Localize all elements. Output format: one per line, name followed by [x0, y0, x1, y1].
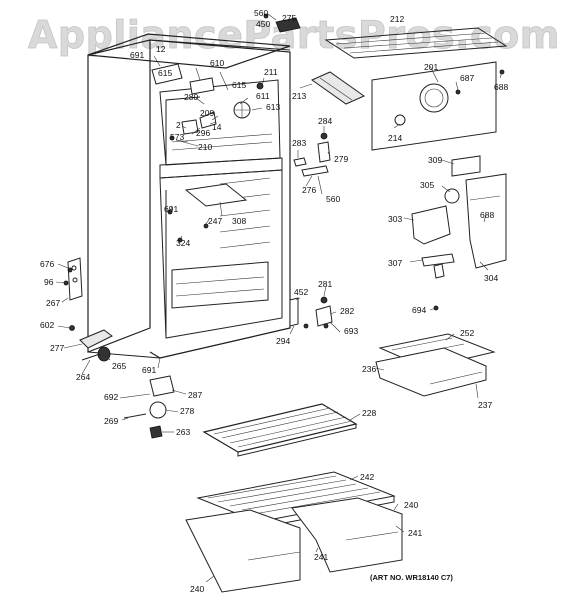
label-691c: 691 [142, 365, 156, 375]
label-278: 278 [180, 406, 194, 416]
label-242: 242 [360, 472, 374, 482]
label-276: 276 [302, 185, 316, 195]
label-280: 280 [184, 92, 198, 102]
label-452: 452 [294, 287, 308, 297]
label-610: 610 [210, 58, 224, 68]
label-228: 228 [362, 408, 376, 418]
label-613: 613 [266, 102, 280, 112]
fasteners [63, 13, 505, 331]
label-241b: 241 [314, 552, 328, 562]
label-688b: 688 [480, 210, 494, 220]
label-282: 282 [340, 306, 354, 316]
label-287: 287 [188, 390, 202, 400]
label-281: 281 [318, 279, 332, 289]
label-573: 573 [170, 132, 184, 142]
label-693: 693 [344, 326, 358, 336]
art-number: (ART NO. WR18140 C7) [370, 573, 453, 582]
label-615: 615 [158, 68, 172, 78]
evaporator-cover-201 [371, 61, 497, 151]
label-209: 209 [200, 108, 214, 118]
freezer-wire-shelf-212 [324, 27, 508, 59]
label-694: 694 [412, 305, 426, 315]
label-277: 277 [50, 343, 64, 353]
hinge-bracket-294 [289, 297, 333, 327]
refrigerator-cabinet [87, 33, 291, 359]
label-240: 240 [404, 500, 418, 510]
label-240b: 240 [190, 584, 204, 594]
label-241: 241 [408, 528, 422, 538]
label-12: 12 [156, 44, 166, 54]
label-309: 309 [428, 155, 442, 165]
top-hinge-275 [275, 17, 301, 33]
label-450: 450 [256, 19, 270, 29]
label-211: 211 [264, 67, 278, 77]
label-14: 14 [212, 122, 222, 132]
label-237: 237 [478, 400, 492, 410]
label-263: 263 [176, 427, 190, 437]
label-275: 275 [282, 13, 296, 23]
label-2: 2 [176, 120, 181, 130]
label-213: 213 [292, 91, 306, 101]
crisper-drawers-240 [185, 497, 403, 593]
label-279: 279 [334, 154, 348, 164]
leader-lines [55, 13, 503, 583]
wire-shelf-228 [202, 403, 358, 457]
label-324: 324 [176, 238, 190, 248]
label-307: 307 [388, 258, 402, 268]
label-267: 267 [46, 298, 60, 308]
door-bins [411, 155, 507, 279]
leveler-roller-parts [67, 257, 175, 439]
label-252: 252 [460, 328, 474, 338]
part-number-labels: 560 450 275 212 691 12 610 615 201 687 6… [40, 8, 508, 594]
label-296: 296 [196, 128, 210, 138]
label-264: 264 [76, 372, 90, 382]
label-214: 214 [388, 133, 402, 143]
label-615b: 615 [232, 80, 246, 90]
label-201: 201 [424, 62, 438, 72]
label-688: 688 [494, 82, 508, 92]
label-303: 303 [388, 214, 402, 224]
evaporator-shelf-308 [184, 183, 248, 207]
label-691: 691 [130, 50, 144, 60]
label-560b: 560 [326, 194, 340, 204]
label-308: 308 [232, 216, 246, 226]
label-692: 692 [104, 392, 118, 402]
label-676: 676 [40, 259, 54, 269]
label-269: 269 [104, 416, 118, 426]
label-284: 284 [318, 116, 332, 126]
ice-tray-213 [310, 71, 366, 105]
label-560: 560 [254, 8, 268, 18]
label-247: 247 [208, 216, 222, 226]
label-602: 602 [40, 320, 54, 330]
label-96: 96 [44, 277, 54, 287]
label-236: 236 [362, 364, 376, 374]
label-304: 304 [484, 273, 498, 283]
label-691b: 691 [164, 204, 178, 214]
label-265: 265 [112, 361, 126, 371]
label-611: 611 [256, 91, 270, 101]
label-210: 210 [198, 142, 212, 152]
middle-hinge-parts [293, 132, 331, 177]
label-294: 294 [276, 336, 290, 346]
label-687: 687 [460, 73, 474, 83]
label-283: 283 [292, 138, 306, 148]
label-305: 305 [420, 180, 434, 190]
control-assembly [151, 63, 264, 135]
meat-pan-assembly [375, 333, 496, 397]
label-212: 212 [390, 14, 404, 24]
